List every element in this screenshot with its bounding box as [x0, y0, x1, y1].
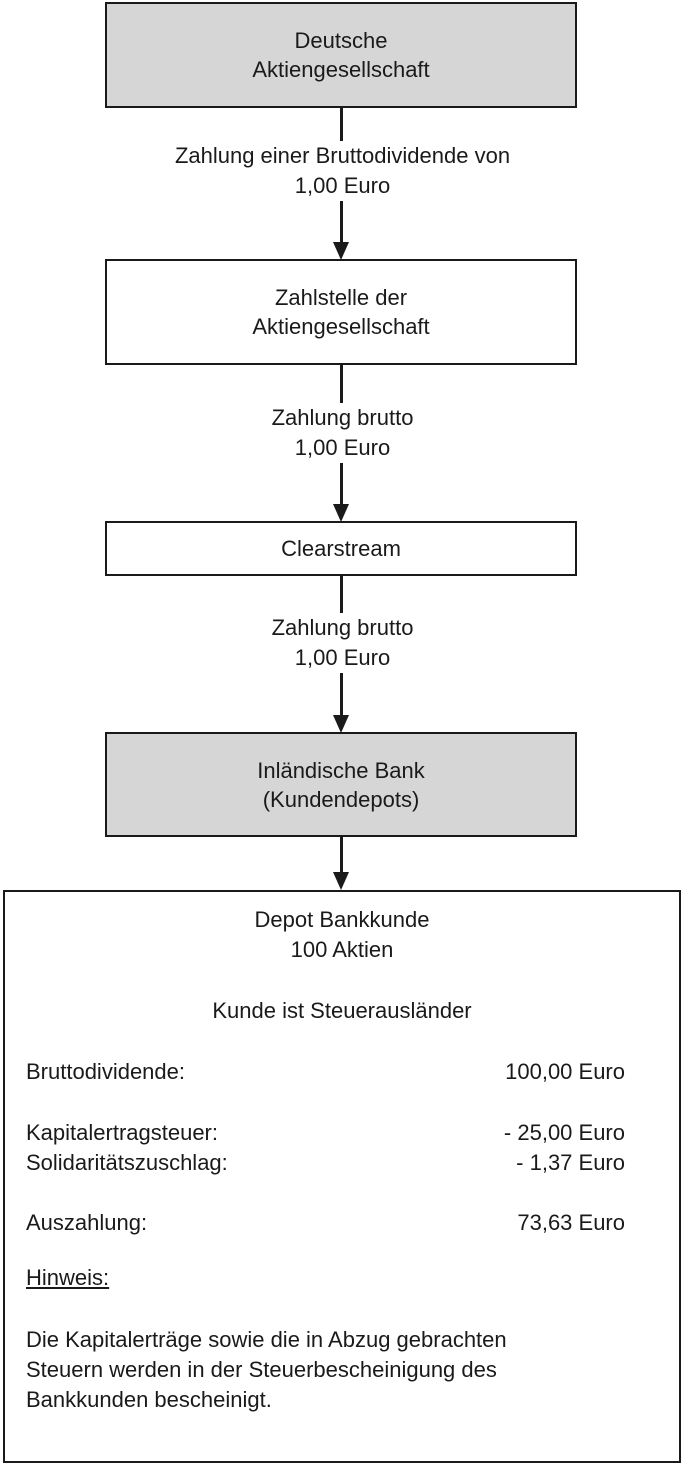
- edge-label-amount: 1,00 Euro: [294, 173, 391, 198]
- depot-shares: 100 Aktien: [290, 937, 394, 962]
- row-label-solidaritaetszuschlag: Solidaritätszuschlag:: [26, 1150, 228, 1175]
- node-label: (Kundendepots): [262, 786, 420, 812]
- node-label: Zahlstelle der: [274, 285, 408, 310]
- node-depot-bankkunde: Depot Bankkunde 100 Aktien Kunde ist Ste…: [3, 890, 681, 1463]
- row-label-bruttodividende: Bruttodividende:: [26, 1059, 185, 1084]
- edge-label-amount: 1,00 Euro: [294, 435, 391, 460]
- row-value-auszahlung: 73,63 Euro: [517, 1210, 625, 1235]
- arrowhead-depot: [333, 872, 349, 890]
- edge-label-zahlung-brutto-1: Zahlung brutto 1,00 Euro: [0, 403, 685, 463]
- node-label: Clearstream: [281, 536, 401, 561]
- node-inlaendische-bank: Inländische Bank (Kundendepots): [105, 732, 577, 837]
- note-title: Hinweis:: [26, 1265, 110, 1290]
- depot-title: Depot Bankkunde: [254, 907, 430, 932]
- depot-status: Kunde ist Steuerausländer: [212, 998, 472, 1023]
- row-label-auszahlung: Auszahlung:: [26, 1210, 148, 1235]
- edge-label-bruttodividende: Zahlung einer Bruttodividende von 1,00 E…: [0, 141, 685, 201]
- row-value-bruttodividende: 100,00 Euro: [505, 1059, 625, 1084]
- arrowhead-clearstream: [333, 504, 349, 522]
- edge-label-zahlung-brutto-2: Zahlung brutto 1,00 Euro: [0, 613, 685, 673]
- arrowhead-bank: [333, 715, 349, 733]
- row-label-kapitalertragsteuer: Kapitalertragsteuer:: [26, 1120, 218, 1145]
- row-value-kapitalertragsteuer: - 25,00 Euro: [503, 1120, 625, 1145]
- node-deutsche-aktiengesellschaft: Deutsche Aktiengesellschaft: [105, 2, 577, 108]
- connector-bank-depot: [340, 836, 343, 872]
- edge-label-amount: 1,00 Euro: [294, 645, 391, 670]
- edge-label-line: Zahlung brutto: [271, 615, 414, 640]
- arrowhead-zahlstelle: [333, 242, 349, 260]
- node-clearstream: Clearstream: [105, 521, 577, 576]
- node-label: Aktiengesellschaft: [252, 57, 430, 82]
- node-label: Deutsche: [294, 28, 388, 53]
- row-value-solidaritaetszuschlag: - 1,37 Euro: [516, 1150, 625, 1175]
- node-zahlstelle: Zahlstelle der Aktiengesellschaft: [105, 259, 577, 365]
- node-label: Inländische Bank: [257, 757, 425, 783]
- node-label: Aktiengesellschaft: [252, 314, 430, 339]
- note-text: Die Kapitalerträge sowie die in Abzug ge…: [26, 1327, 507, 1412]
- edge-label-line: Zahlung brutto: [271, 405, 414, 430]
- edge-label-line: Zahlung einer Bruttodividende von: [174, 143, 511, 168]
